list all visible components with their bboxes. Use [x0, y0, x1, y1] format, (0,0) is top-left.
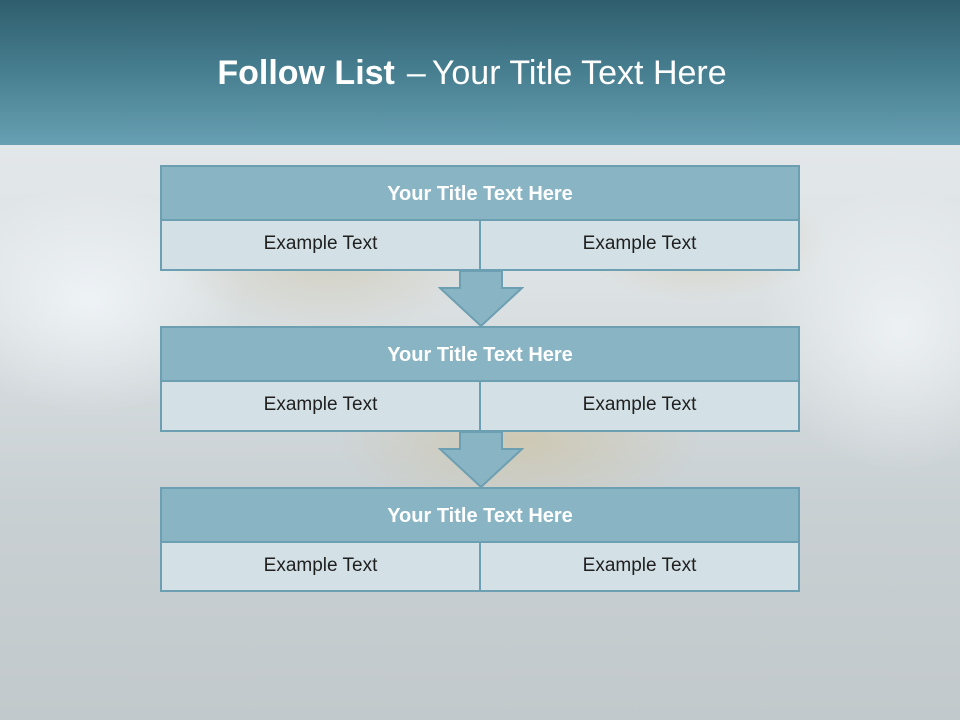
down-arrow-icon [438, 270, 524, 328]
step-cell-right: Example Text [479, 543, 798, 590]
title-bar: Follow List–Your Title Text Here [0, 0, 960, 145]
step-cell-right: Example Text [479, 382, 798, 430]
title-separator: – [406, 54, 426, 92]
step-cell-left: Example Text [162, 382, 479, 430]
slide-title: Follow List–Your Title Text Here [0, 54, 944, 93]
step-cell-left: Example Text [162, 543, 479, 590]
step-block-1: Your Title Text Here Example Text Exampl… [160, 165, 800, 271]
slide-title-rest: Your Title Text Here [431, 54, 727, 92]
step-cell-right: Example Text [479, 221, 798, 269]
step-title: Your Title Text Here [160, 487, 800, 543]
step-block-3: Your Title Text Here Example Text Exampl… [160, 487, 800, 592]
step-title: Your Title Text Here [160, 165, 800, 221]
down-arrow-icon [438, 431, 524, 489]
step-row: Example Text Example Text [160, 382, 800, 432]
slide-title-bold: Follow List [217, 54, 395, 92]
step-cell-left: Example Text [162, 221, 479, 269]
step-row: Example Text Example Text [160, 221, 800, 271]
step-row: Example Text Example Text [160, 543, 800, 592]
step-title: Your Title Text Here [160, 326, 800, 382]
step-block-2: Your Title Text Here Example Text Exampl… [160, 326, 800, 432]
